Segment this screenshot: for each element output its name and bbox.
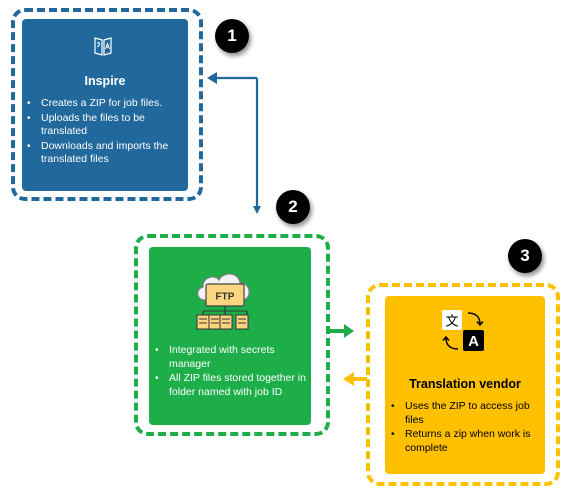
- list-item: Returns a zip when work is complete: [389, 428, 543, 455]
- translate-book-icon: [94, 37, 112, 56]
- storage-card: FTP Integrated with secrets manager All …: [149, 247, 311, 425]
- translate-icon: 文 A: [442, 310, 484, 351]
- step-2-badge: 2: [276, 190, 310, 224]
- list-item: Creates a ZIP for job files.: [25, 97, 185, 111]
- storage-bullets: Integrated with secrets manager All ZIP …: [153, 344, 309, 400]
- ftp-label: FTP: [216, 292, 235, 303]
- vendor-card: 文 A Translation vendor Uses the ZIP to a…: [385, 296, 545, 474]
- yellow-arrow: [343, 372, 367, 386]
- vendor-bullets: Uses the ZIP to access job files Returns…: [389, 400, 543, 456]
- inspire-bullets: Creates a ZIP for job files. Uploads the…: [25, 97, 185, 168]
- vendor-title: Translation vendor: [409, 377, 521, 391]
- green-arrow: [330, 324, 354, 338]
- translate-wen-glyph: 文: [445, 315, 458, 330]
- step-3-badge: 3: [508, 239, 542, 273]
- blue-arrow: [207, 72, 261, 214]
- list-item: Uploads the files to be translated: [25, 112, 185, 139]
- list-item: All ZIP files stored together in folder …: [153, 372, 309, 399]
- ftp-cloud-server-icon: FTP: [196, 273, 250, 330]
- list-item: Uses the ZIP to access job files: [389, 400, 543, 427]
- translate-a-glyph: A: [468, 333, 479, 350]
- list-item: Downloads and imports the translated fil…: [25, 140, 185, 167]
- inspire-card: Inspire Creates a ZIP for job files. Upl…: [22, 19, 188, 191]
- list-item: Integrated with secrets manager: [153, 344, 309, 371]
- inspire-title: Inspire: [84, 74, 126, 88]
- step-1-badge: 1: [215, 19, 249, 53]
